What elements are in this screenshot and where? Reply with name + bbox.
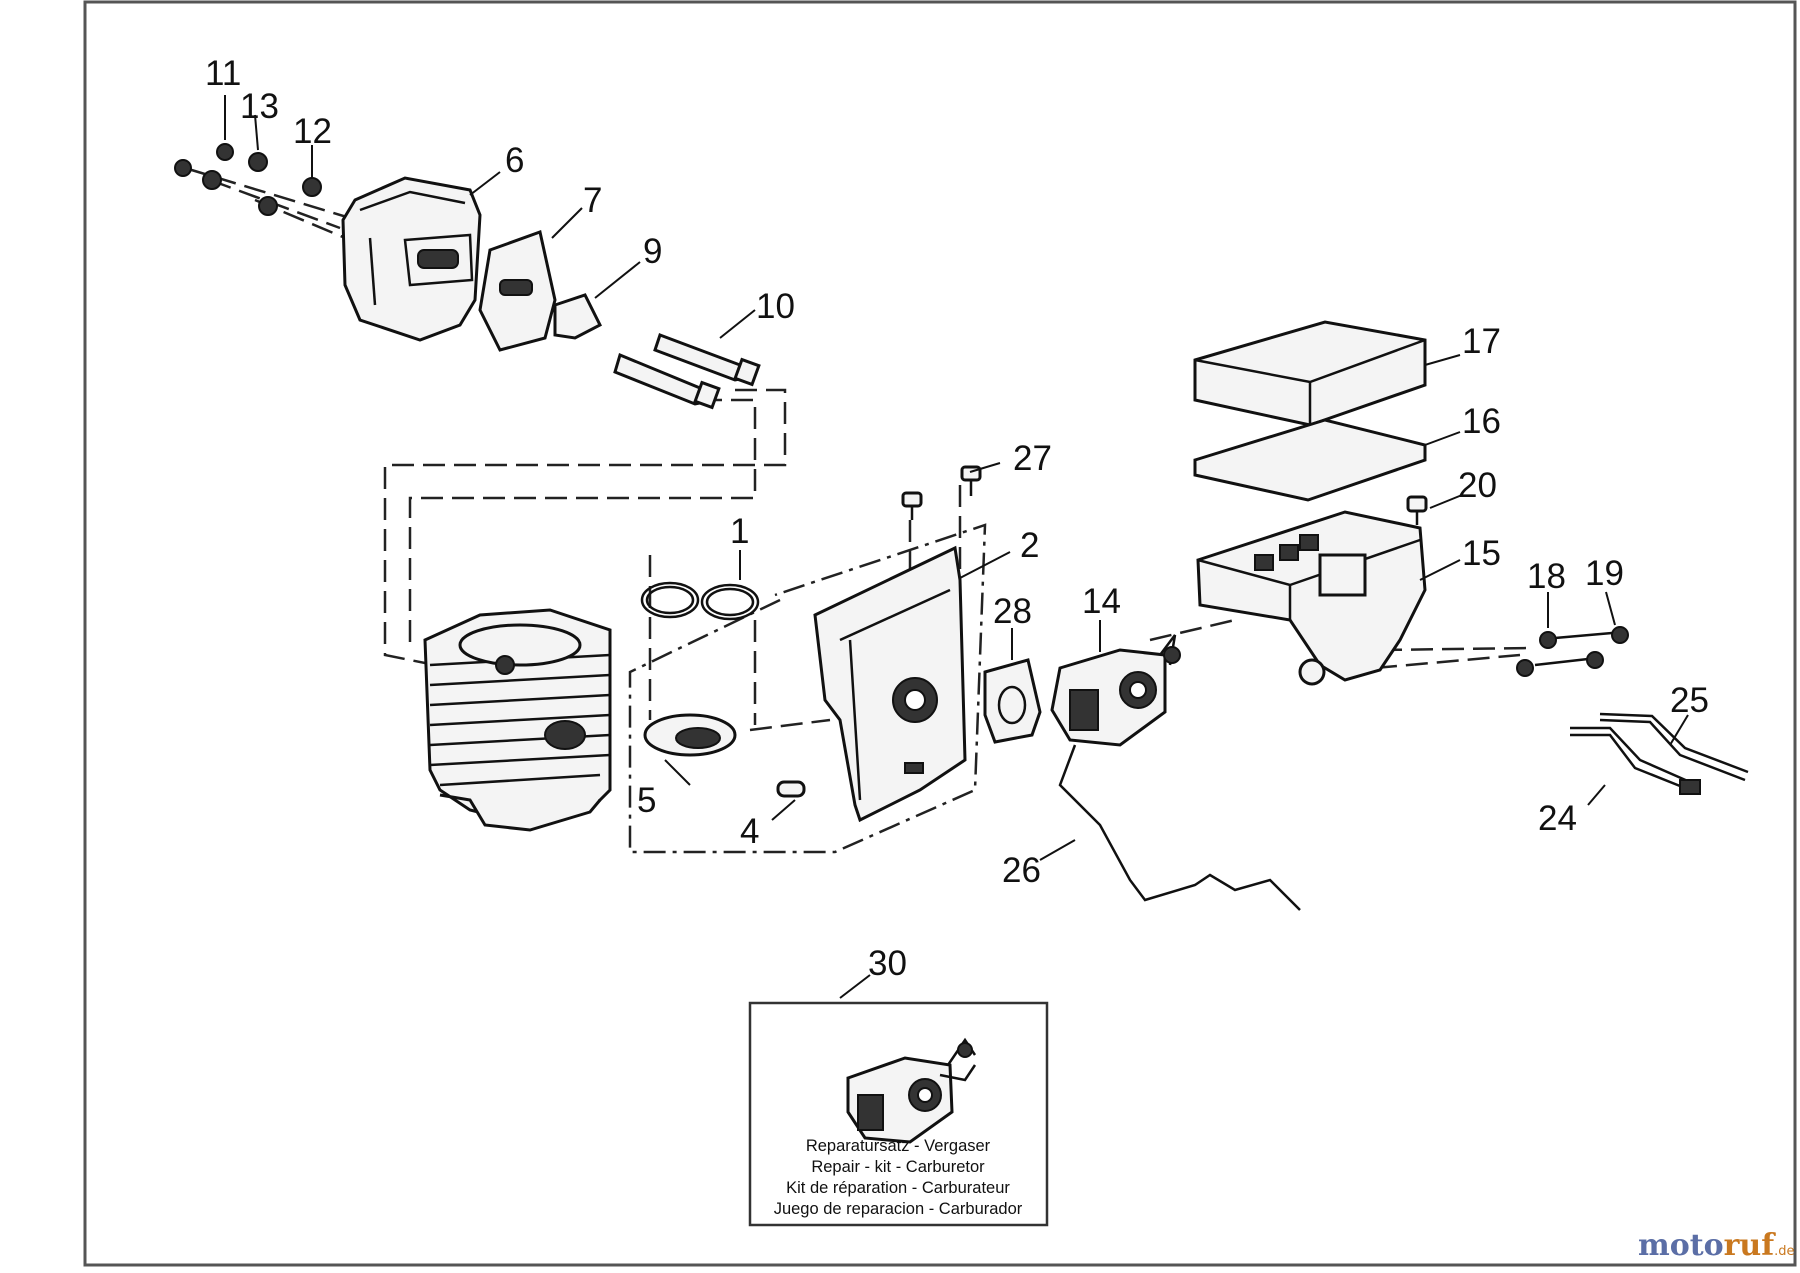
muffler-bolts — [613, 333, 761, 410]
callout-14: 14 — [1082, 582, 1121, 621]
filter-mesh — [1193, 418, 1427, 502]
muffler — [341, 176, 482, 342]
callout-12: 12 — [293, 112, 332, 151]
repair-kit-box: Reparatursatz - Vergaser Repair - kit - … — [748, 1001, 1049, 1227]
callout-6: 6 — [505, 141, 524, 180]
piston-rings — [640, 581, 760, 621]
callout-9: 9 — [643, 232, 662, 271]
callout-20: 20 — [1458, 466, 1497, 505]
kit-label-es: Juego de reparacion - Carburador — [774, 1200, 1023, 1218]
callout-11: 11 — [205, 54, 241, 93]
watermark-part2: ruf — [1724, 1228, 1777, 1263]
callout-2: 2 — [1020, 526, 1039, 565]
callout-27: 27 — [1013, 439, 1052, 478]
motoruf-watermark: motoruf.de — [1638, 1228, 1795, 1263]
filter-screw — [1406, 495, 1428, 525]
callout-24: 24 — [1538, 799, 1577, 838]
callout-10: 10 — [756, 287, 795, 326]
airbox-fasteners — [1516, 626, 1629, 677]
callout-19: 19 — [1585, 554, 1624, 593]
air-box — [1196, 510, 1427, 686]
watermark-part1: moto — [1638, 1228, 1724, 1263]
kit-label-fr: Kit de réparation - Carburateur — [786, 1179, 1010, 1197]
callout-leaders — [224, 95, 1689, 999]
kit-carburetor-illustration — [846, 1037, 977, 1144]
carburetor — [1050, 634, 1181, 747]
intake-boot — [643, 713, 737, 757]
callout-26: 26 — [1002, 851, 1041, 890]
callout-28: 28 — [993, 592, 1032, 631]
cylinder — [423, 608, 612, 832]
callout-7: 7 — [583, 181, 602, 220]
watermark-logo: motoruf.de — [1638, 1228, 1795, 1263]
flange-screws — [901, 465, 982, 520]
choke-rods — [1570, 712, 1749, 795]
callout-4: 4 — [740, 812, 759, 851]
carb-gasket — [983, 658, 1042, 744]
callout-13: 13 — [240, 87, 279, 126]
callout-numbers: 11 13 12 6 7 9 10 27 1 2 28 14 5 4 26 17… — [205, 54, 1709, 983]
callout-18: 18 — [1527, 557, 1566, 596]
callout-1: 1 — [730, 512, 749, 551]
carb-flange — [813, 545, 967, 823]
kit-label-de: Reparatursatz - Vergaser — [806, 1137, 991, 1155]
pin — [776, 780, 806, 798]
nuts-washers — [174, 143, 322, 216]
air-filter — [1193, 320, 1427, 427]
callout-30: 30 — [868, 944, 907, 983]
callout-15: 15 — [1462, 534, 1501, 573]
callout-17: 17 — [1462, 322, 1501, 361]
callout-5: 5 — [637, 781, 656, 820]
throttle-rod — [1058, 744, 1301, 911]
callout-25: 25 — [1670, 681, 1709, 720]
kit-label-en: Repair - kit - Carburetor — [811, 1158, 985, 1176]
muffler-gaskets — [478, 230, 603, 352]
callout-16: 16 — [1462, 402, 1501, 441]
watermark-suffix: .de — [1774, 1244, 1794, 1259]
